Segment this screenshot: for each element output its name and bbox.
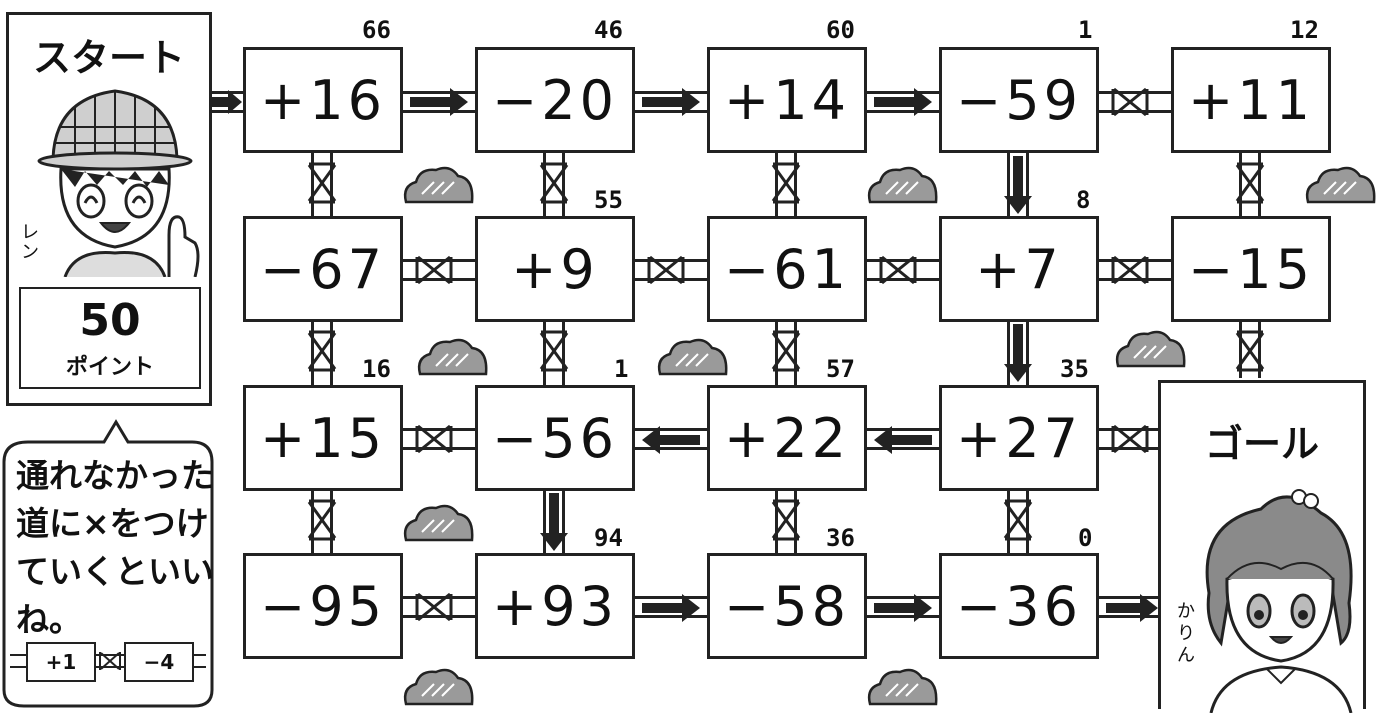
rock-icon xyxy=(400,500,476,544)
hint-line-1: 通れなかった xyxy=(16,452,214,500)
hint-line-4: ね。 xyxy=(16,596,82,644)
goal-title: ゴール xyxy=(1161,413,1363,468)
points-value: 50 xyxy=(21,295,199,346)
goal-panel: ゴール かりん xyxy=(1158,380,1366,709)
example-a-label: +1 xyxy=(46,650,77,674)
points-unit: ポイント xyxy=(21,349,199,381)
example-cell-a: +1 xyxy=(26,642,96,682)
points-box: 50 ポイント xyxy=(19,287,201,389)
hint-line-3: ていくといい xyxy=(16,548,214,596)
rock-icon xyxy=(1302,162,1378,206)
rock-icon xyxy=(864,162,940,206)
boy-character-icon xyxy=(35,77,205,277)
rock-icon xyxy=(414,334,490,378)
rock-icon xyxy=(400,664,476,708)
hint-line-2: 道に×をつけ xyxy=(16,500,209,548)
start-panel: スタート レン 50 ポイント xyxy=(6,12,212,406)
girl-name: かりん xyxy=(1177,601,1199,667)
arrow-left-icon xyxy=(642,426,932,454)
rock-icon xyxy=(654,334,730,378)
rock-icon xyxy=(400,162,476,206)
boy-name: レン xyxy=(21,223,43,263)
start-title: スタート xyxy=(9,27,209,82)
example-cell-b: −4 xyxy=(124,642,194,682)
rock-icon xyxy=(864,664,940,708)
blocked-path-icon xyxy=(98,651,122,671)
example-b-label: −4 xyxy=(144,650,175,674)
girl-character-icon xyxy=(1191,483,1363,713)
rock-icon xyxy=(1112,326,1188,370)
